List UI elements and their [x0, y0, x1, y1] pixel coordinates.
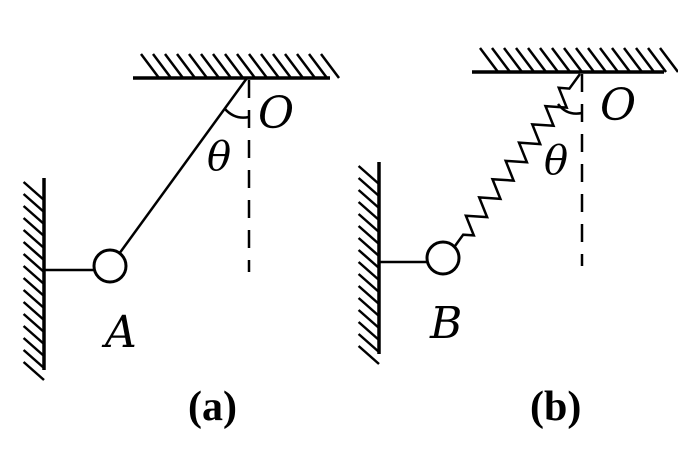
caption-b: (b): [530, 384, 581, 430]
inclined-string-a: [117, 77, 249, 255]
hatch-mark: [357, 237, 380, 257]
hatch-mark: [212, 53, 232, 79]
hatch-mark: [188, 53, 208, 79]
hatch-mark: [623, 47, 643, 73]
hatch-mark: [152, 53, 172, 79]
hatch-mark: [357, 249, 380, 269]
hatch-mark: [320, 53, 340, 79]
wall-hatch-b: [357, 165, 380, 365]
hatch-mark: [224, 53, 244, 79]
hatch-mark: [140, 53, 160, 79]
figure-a: O θ A (a): [22, 53, 340, 430]
hatch-mark: [284, 53, 304, 79]
hatch-mark: [357, 333, 380, 353]
ceiling-hatch-b: [479, 47, 678, 73]
hatch-mark: [236, 53, 256, 79]
hatch-mark: [635, 47, 655, 73]
hatch-mark: [611, 47, 631, 73]
wall-b: [357, 162, 381, 365]
hatch-mark: [357, 321, 380, 341]
hatch-mark: [22, 241, 45, 261]
hatch-mark: [22, 277, 45, 297]
hatch-mark: [357, 309, 380, 329]
hatch-mark: [248, 53, 268, 79]
ball-label-a: A: [101, 307, 137, 358]
hatch-mark: [357, 177, 380, 197]
hatch-mark: [357, 213, 380, 233]
hatch-mark: [22, 301, 45, 321]
hatch-mark: [200, 53, 220, 79]
pivot-label-a: O: [258, 88, 294, 139]
hatch-mark: [599, 47, 619, 73]
hatch-mark: [22, 349, 45, 369]
hatch-mark: [22, 217, 45, 237]
hatch-mark: [575, 47, 595, 73]
hatch-mark: [357, 201, 380, 221]
hatch-mark: [357, 189, 380, 209]
hatch-mark: [22, 289, 45, 309]
spring-b: [453, 73, 582, 247]
hatch-mark: [479, 47, 499, 73]
hatch-mark: [164, 53, 184, 79]
hatch-mark: [22, 193, 45, 213]
ceiling-hatch-a: [140, 53, 340, 79]
hatch-mark: [357, 225, 380, 245]
hatch-mark: [551, 47, 571, 73]
ball-b: [425, 240, 461, 276]
hatch-mark: [22, 361, 45, 381]
hatch-mark: [357, 297, 380, 317]
hatch-mark: [357, 261, 380, 281]
hatch-mark: [22, 337, 45, 357]
pivot-label-b: O: [600, 80, 636, 131]
hatch-mark: [22, 229, 45, 249]
hatch-mark: [296, 53, 316, 79]
hatch-mark: [647, 47, 667, 73]
angle-arc-a: [224, 108, 250, 119]
hatch-mark: [515, 47, 535, 73]
hatch-mark: [22, 181, 45, 201]
hatch-mark: [357, 345, 380, 365]
hatch-mark: [176, 53, 196, 79]
hatch-mark: [563, 47, 583, 73]
hatch-mark: [260, 53, 280, 79]
angle-arc-b: [557, 103, 583, 115]
ceiling-a: [133, 53, 340, 80]
hatch-mark: [22, 205, 45, 225]
figure-b: O θ B (b): [357, 47, 678, 430]
ceiling-b: [472, 47, 678, 74]
hatch-mark: [308, 53, 328, 79]
ball-a: [92, 248, 128, 284]
hatch-mark: [272, 53, 292, 79]
wall-a: [22, 178, 46, 381]
hatch-mark: [587, 47, 607, 73]
caption-a: (a): [188, 384, 237, 430]
hatch-mark: [659, 47, 678, 73]
hatch-mark: [22, 313, 45, 333]
hatch-mark: [357, 285, 380, 305]
hatch-mark: [491, 47, 511, 73]
hatch-mark: [527, 47, 547, 73]
angle-label-a: θ: [207, 134, 231, 180]
wall-hatch-a: [22, 181, 45, 381]
hatch-mark: [539, 47, 559, 73]
angle-label-b: θ: [544, 138, 568, 184]
hatch-mark: [22, 325, 45, 345]
hatch-mark: [503, 47, 523, 73]
hatch-mark: [357, 165, 380, 185]
hatch-mark: [22, 265, 45, 285]
ball-label-b: B: [429, 298, 462, 349]
hatch-mark: [22, 253, 45, 273]
hatch-mark: [357, 273, 380, 293]
